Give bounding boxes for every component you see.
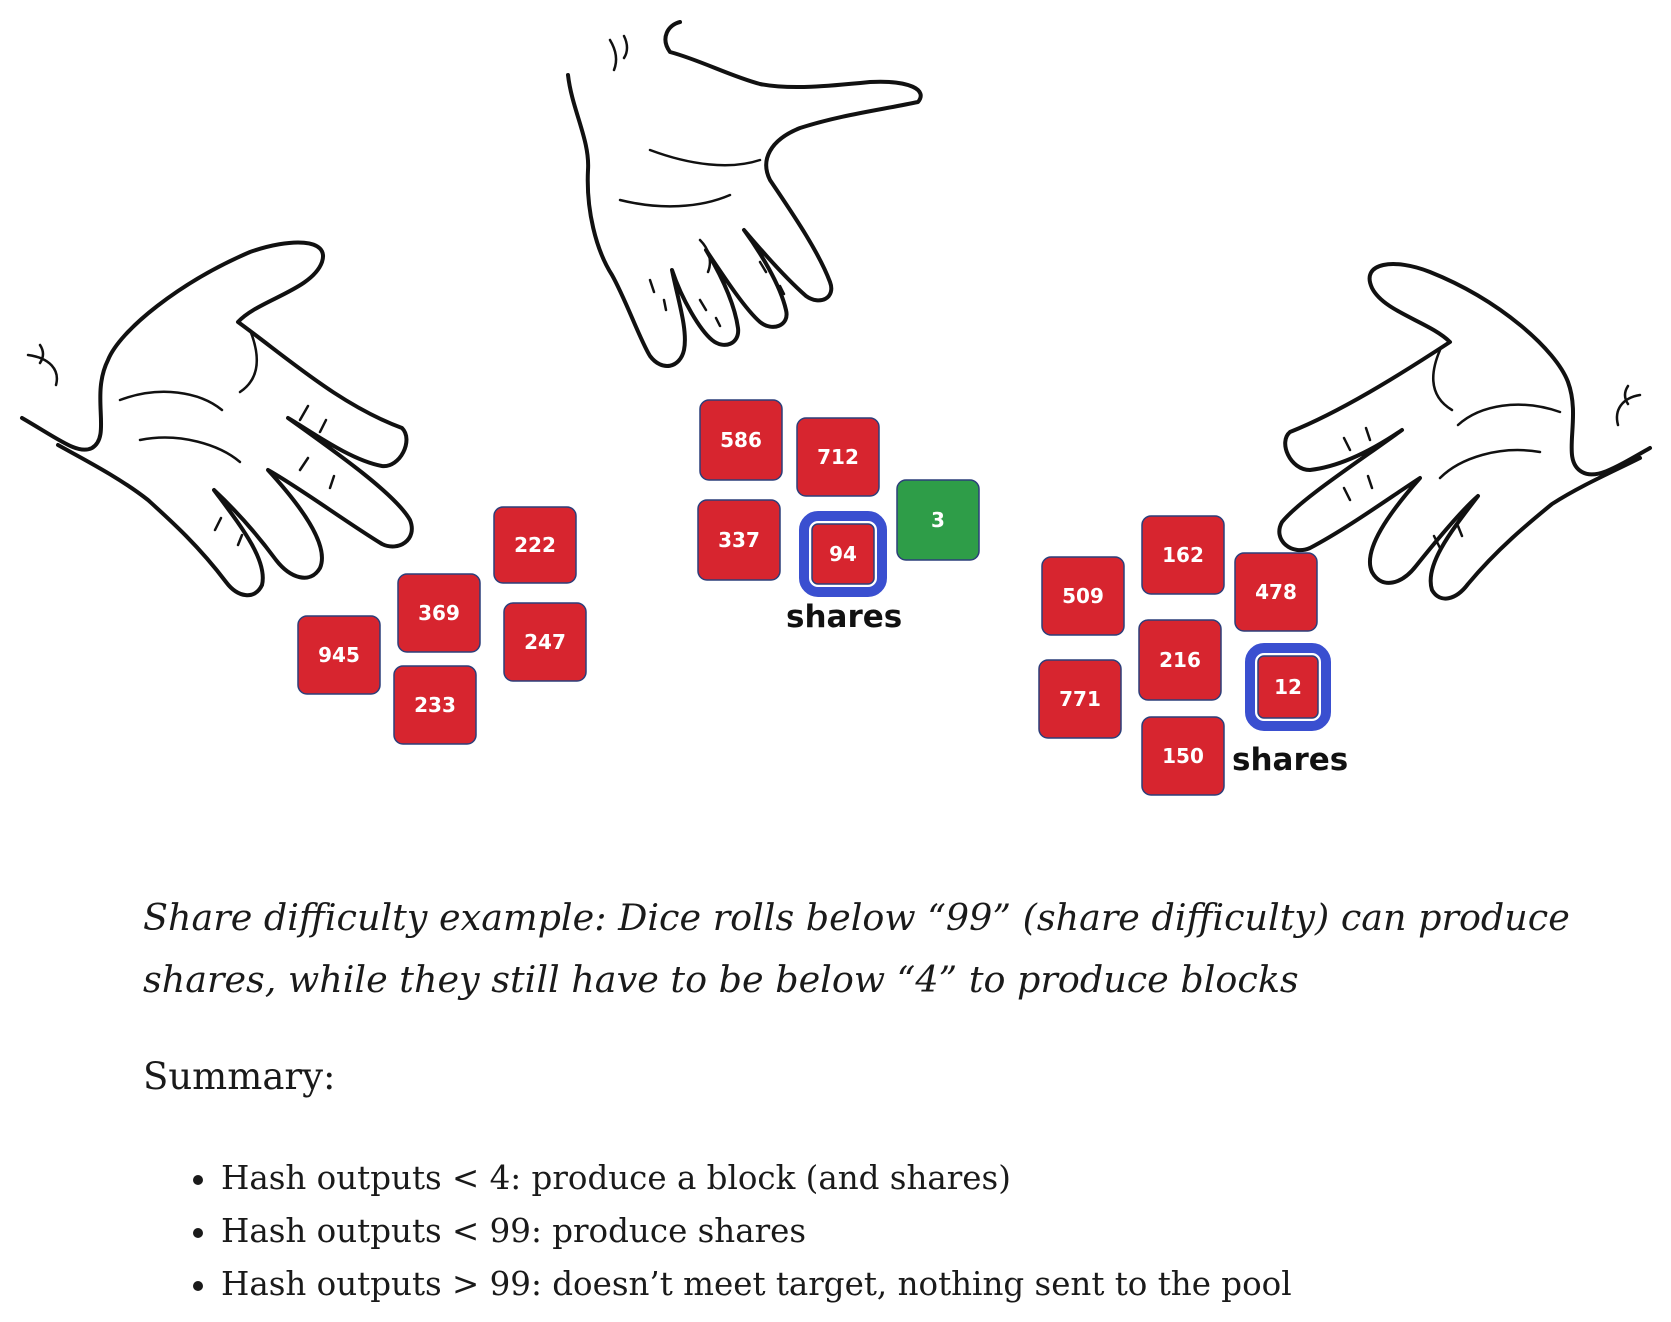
die: 337 — [697, 499, 781, 581]
die: 509 — [1041, 556, 1125, 636]
summary-heading: Summary: — [143, 1055, 336, 1098]
right-dice-group: 162 478 509 216 771 12 150 shares — [1038, 515, 1348, 796]
middle-dice-group: 586 712 337 94 3 shares — [697, 399, 980, 635]
die-value: 222 — [514, 533, 556, 557]
die: 945 — [297, 615, 381, 695]
summary-list: Hash outputs < 4: produce a block (and s… — [143, 1152, 1292, 1311]
die-value: 233 — [414, 693, 456, 717]
list-item: Hash outputs < 99: produce shares — [143, 1205, 1292, 1258]
die-value: 94 — [829, 542, 857, 566]
middle-hand-icon — [566, 20, 923, 368]
die-value: 509 — [1062, 584, 1104, 608]
die: 150 — [1141, 716, 1225, 796]
die-value: 216 — [1159, 648, 1201, 672]
list-item: Hash outputs > 99: doesn’t meet target, … — [143, 1258, 1292, 1311]
die-value: 712 — [817, 445, 859, 469]
shares-label: shares — [1232, 742, 1348, 778]
shares-label: shares — [786, 599, 902, 635]
right-hand-icon — [1277, 262, 1652, 601]
left-dice-group: 222 369 247 945 233 — [297, 506, 587, 745]
die: 216 — [1138, 619, 1222, 701]
die-value: 150 — [1162, 744, 1204, 768]
die-value: 162 — [1162, 543, 1204, 567]
die-value: 586 — [720, 428, 762, 452]
die-value: 337 — [718, 528, 760, 552]
share-die: 12 — [1245, 643, 1331, 731]
die-value: 3 — [931, 508, 945, 532]
die: 586 — [699, 399, 783, 481]
die-value: 247 — [524, 630, 566, 654]
die: 771 — [1038, 659, 1122, 739]
die: 478 — [1234, 552, 1318, 632]
die-value: 771 — [1059, 687, 1101, 711]
die: 233 — [393, 665, 477, 745]
die: 222 — [493, 506, 577, 584]
mining-dice-illustration: 222 369 247 945 233 586 712 337 94 3 sha… — [20, 20, 1652, 796]
die-value: 478 — [1255, 580, 1297, 604]
list-item: Hash outputs < 4: produce a block (and s… — [143, 1152, 1292, 1205]
left-hand-icon — [20, 240, 414, 598]
die-value: 12 — [1274, 675, 1302, 699]
die-value: 945 — [318, 643, 360, 667]
share-outline — [799, 511, 887, 597]
die-value: 369 — [418, 601, 460, 625]
figure-caption: Share difficulty example: Dice rolls bel… — [143, 896, 1570, 1001]
share-outline — [1245, 643, 1331, 731]
block-die: 3 — [896, 479, 980, 561]
share-die: 94 — [799, 511, 887, 597]
die: 712 — [796, 417, 880, 497]
die: 369 — [397, 573, 481, 653]
die: 247 — [503, 602, 587, 682]
die: 162 — [1141, 515, 1225, 595]
